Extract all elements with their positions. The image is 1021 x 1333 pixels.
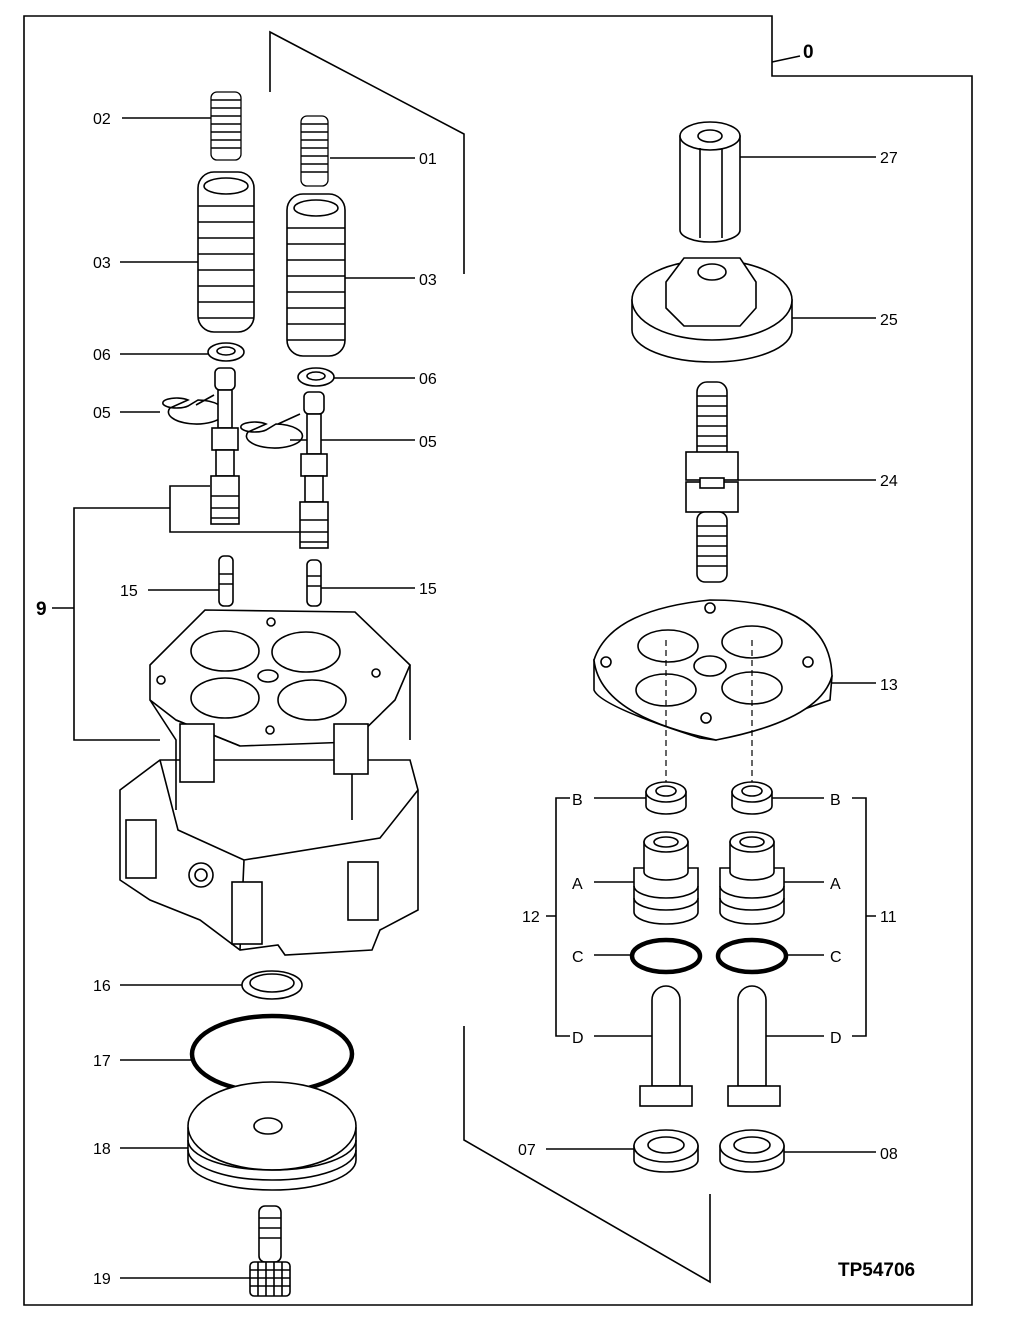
callout-06-left: 06 — [93, 347, 111, 364]
callout-24: 24 — [880, 473, 898, 490]
cap-b-right — [731, 781, 773, 815]
callout-25: 25 — [880, 312, 898, 329]
callout-08: 08 — [880, 1146, 898, 1163]
cap-18 — [187, 1081, 357, 1191]
callout-27: 27 — [880, 150, 898, 167]
figure-id: TP54706 — [838, 1260, 915, 1281]
callout-17: 17 — [93, 1053, 111, 1070]
guide-line-upper — [269, 30, 465, 274]
label-d-right: D — [830, 1030, 842, 1047]
o-ring-c-right — [715, 937, 789, 975]
assembly-label: 0 — [803, 42, 814, 63]
label-a-right: A — [830, 876, 841, 893]
label-a-left: A — [572, 876, 583, 893]
nut-08 — [719, 1129, 785, 1173]
pin-15-right — [306, 559, 322, 607]
piston-d-left — [639, 985, 693, 1107]
bracket-12 — [546, 797, 570, 1037]
callout-13: 13 — [880, 677, 898, 694]
spring-01 — [300, 115, 329, 187]
valve-body — [119, 609, 419, 956]
body-a-left — [633, 831, 699, 925]
piston-d-right — [727, 985, 781, 1107]
o-ring-c-left — [629, 937, 703, 975]
washer-06-left — [207, 342, 245, 362]
pin-15-left — [218, 555, 234, 607]
callout-03-right: 03 — [419, 272, 437, 289]
callout-01: 01 — [419, 151, 437, 168]
label-b-right: B — [830, 792, 841, 809]
leader-05-left-link — [195, 394, 215, 406]
body-a-right — [719, 831, 785, 925]
callout-19: 19 — [93, 1271, 111, 1288]
callout-15-right: 15 — [419, 581, 437, 598]
callout-05-left: 05 — [93, 405, 111, 422]
callout-07: 07 — [518, 1142, 536, 1159]
cap-b-left — [645, 781, 687, 815]
callout-06-right: 06 — [419, 371, 437, 388]
guide-line-lower — [463, 1026, 711, 1284]
joint-24 — [685, 381, 739, 583]
assembly-frame — [23, 15, 973, 1306]
spool-right — [299, 391, 329, 549]
plate-13 — [593, 599, 833, 741]
callout-05-right: 05 — [419, 434, 437, 451]
callout-02: 02 — [93, 111, 111, 128]
label-b-left: B — [572, 792, 583, 809]
label-c-left: C — [572, 949, 584, 966]
callout-12: 12 — [522, 909, 540, 926]
o-ring-17 — [189, 1013, 355, 1095]
leader-05-right-link — [277, 413, 301, 425]
bracket-11 — [852, 797, 876, 1037]
retainer-05-left — [162, 397, 226, 425]
callout-15-left: 15 — [120, 583, 138, 600]
seal-16 — [241, 970, 303, 1000]
spring-02 — [210, 91, 242, 161]
screw-19 — [249, 1205, 291, 1297]
coupling-27 — [679, 121, 741, 243]
label-c-right: C — [830, 949, 842, 966]
spring-03-left — [197, 171, 255, 333]
callout-11: 11 — [880, 909, 897, 926]
assembly-leader — [771, 55, 801, 63]
subassembly-label: 9 — [36, 599, 47, 620]
washer-06-right — [297, 367, 335, 387]
spool-left — [210, 367, 240, 525]
plate-nut-25 — [631, 257, 793, 363]
nut-07 — [633, 1129, 699, 1173]
bracket-9 — [73, 485, 300, 741]
retainer-05-right — [240, 421, 304, 449]
spring-03-right — [286, 193, 346, 357]
callout-16: 16 — [93, 978, 111, 995]
callout-18: 18 — [93, 1141, 111, 1158]
label-d-left: D — [572, 1030, 584, 1047]
callout-03-left: 03 — [93, 255, 111, 272]
